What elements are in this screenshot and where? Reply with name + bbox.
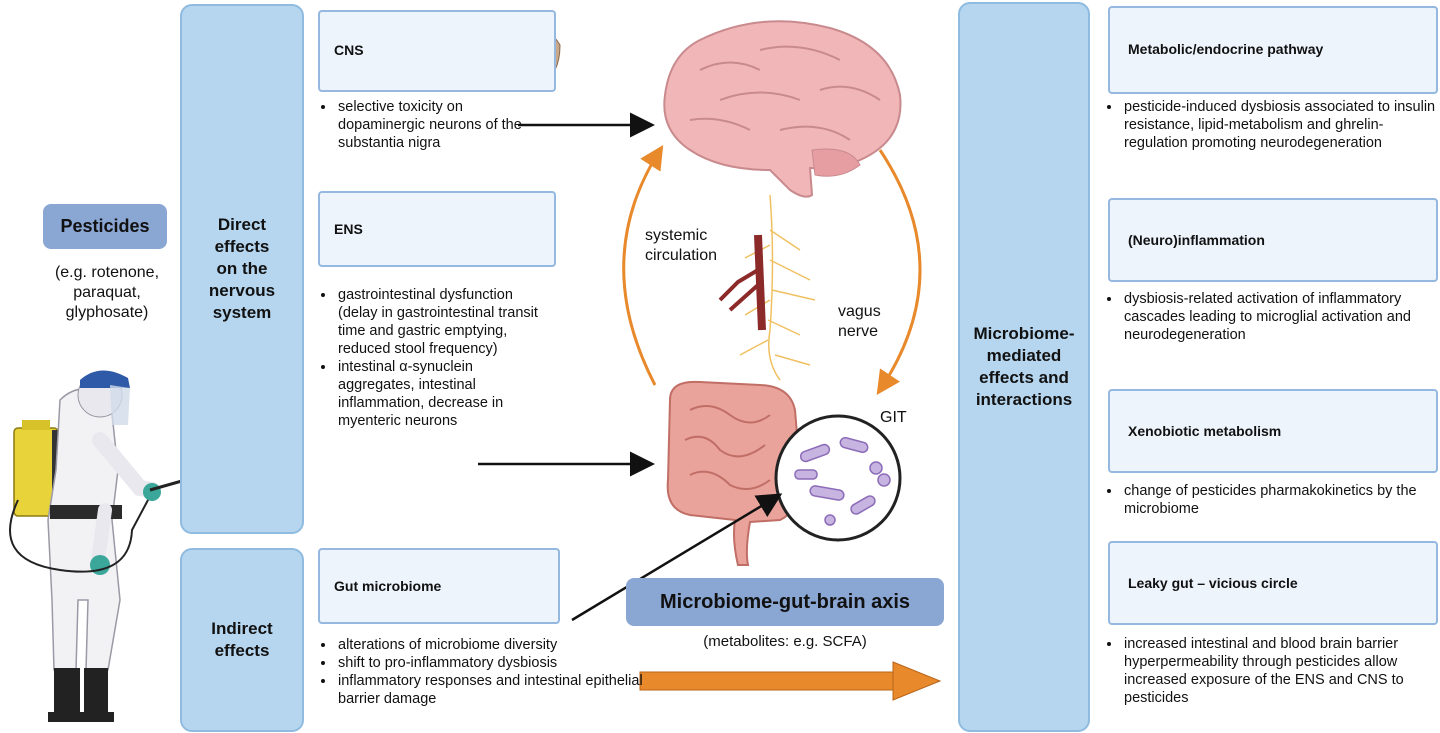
pesticides-title: Pesticides bbox=[60, 216, 150, 236]
list-item: change of pesticides pharmakokinetics by… bbox=[1122, 482, 1432, 518]
microbiome-mediated-line: effects and bbox=[979, 368, 1069, 387]
systemic-circulation-line: systemic bbox=[645, 227, 708, 244]
list-item: inflammatory responses and intestinal ep… bbox=[336, 672, 654, 708]
ens-bullets: gastrointestinal dysfunction (delay in g… bbox=[318, 286, 551, 430]
indirect-effects-line: effects bbox=[214, 641, 270, 660]
pesticides-example-line: (e.g. rotenone, bbox=[54, 264, 160, 281]
microbiome-mediated-column: Microbiome- mediated effects and interac… bbox=[958, 2, 1090, 732]
gut-microbiome-card: Gut microbiome bbox=[318, 548, 560, 624]
ens-card: ENS bbox=[318, 191, 556, 267]
indirect-effects-line: Indirect bbox=[211, 619, 273, 638]
git-label: GIT bbox=[880, 409, 907, 426]
axis-subtitle: (metabolites: e.g. SCFA) bbox=[703, 633, 867, 650]
xenobiotic-bullets: change of pesticides pharmakokinetics by… bbox=[1104, 482, 1432, 518]
list-item: selective toxicity on dopaminergic neuro… bbox=[336, 98, 536, 152]
xenobiotic-card-title: Xenobiotic metabolism bbox=[1128, 423, 1282, 439]
gut-microbiome-card-title: Gut microbiome bbox=[334, 578, 442, 594]
direct-effects-line: Direct bbox=[217, 215, 267, 234]
vagus-nerve-line: nerve bbox=[838, 323, 879, 340]
microbiome-mediated-line: interactions bbox=[975, 390, 1073, 409]
direct-effects-line: on the bbox=[216, 259, 268, 278]
xenobiotic-card: Xenobiotic metabolism bbox=[1108, 389, 1438, 473]
systemic-circulation-line: circulation bbox=[645, 247, 718, 264]
inflammation-bullets: dysbiosis-related activation of inflamma… bbox=[1104, 290, 1422, 344]
list-item: intestinal α-synuclein aggregates, intes… bbox=[336, 358, 551, 430]
pesticides-example-line: paraquat, bbox=[73, 284, 141, 301]
list-item: dysbiosis-related activation of inflamma… bbox=[1122, 290, 1422, 344]
intestine-icon bbox=[666, 380, 802, 566]
ens-card-title: ENS bbox=[334, 221, 363, 237]
farmer-sprayer-icon bbox=[9, 370, 264, 722]
axis-title: Microbiome-gut-brain axis bbox=[659, 590, 911, 613]
cns-card: CNS bbox=[318, 10, 556, 92]
direct-effects-column: Direct effects on the nervous system bbox=[180, 4, 304, 534]
leaky-gut-card-title: Leaky gut – vicious circle bbox=[1128, 575, 1298, 591]
microbiome-mediated-line: mediated bbox=[986, 346, 1062, 365]
metabolic-card-title: Metabolic/endocrine pathway bbox=[1128, 41, 1324, 57]
list-item: pesticide-induced dysbiosis associated t… bbox=[1122, 98, 1440, 152]
blood-vessel-icon bbox=[718, 234, 766, 331]
brain-icon bbox=[663, 20, 902, 198]
leaky-gut-card: Leaky gut – vicious circle bbox=[1108, 541, 1438, 625]
inflammation-card: (Neuro)inflammation bbox=[1108, 198, 1438, 282]
vagus-nerve-label: vagus nerve bbox=[838, 302, 881, 342]
list-item: shift to pro-inflammatory dysbiosis bbox=[336, 654, 654, 672]
vagus-nerve-line: vagus bbox=[838, 303, 881, 320]
list-item: gastrointestinal dysfunction (delay in g… bbox=[336, 286, 551, 358]
big-orange-arrow bbox=[639, 661, 942, 701]
indirect-effects-column: Indirect effects bbox=[180, 548, 304, 732]
vagus-nerve-icon bbox=[739, 194, 816, 381]
microbiome-mediated-line: Microbiome- bbox=[973, 324, 1075, 343]
axis-title-box: Microbiome-gut-brain axis bbox=[626, 578, 944, 626]
inflammation-card-title: (Neuro)inflammation bbox=[1128, 232, 1265, 248]
systemic-circulation-label: systemic circulation bbox=[645, 226, 717, 266]
black-arrows bbox=[478, 112, 783, 622]
gut-bullets: alterations of microbiome diversity shif… bbox=[318, 636, 654, 708]
pesticides-examples: (e.g. rotenone, paraquat, glyphosate) bbox=[52, 263, 162, 323]
list-item: increased intestinal and blood brain bar… bbox=[1122, 635, 1422, 707]
pesticides-example-line: glyphosate) bbox=[65, 304, 149, 321]
orange-arrows bbox=[622, 144, 922, 395]
metabolic-card: Metabolic/endocrine pathway bbox=[1108, 6, 1438, 94]
direct-effects-line: nervous bbox=[208, 281, 276, 300]
cns-card-title: CNS bbox=[334, 42, 364, 58]
cns-bullets: selective toxicity on dopaminergic neuro… bbox=[318, 98, 536, 152]
direct-effects-line: system bbox=[212, 303, 272, 322]
bacteria-magnifier-icon bbox=[774, 414, 902, 542]
pesticides-title-box: Pesticides bbox=[43, 204, 167, 249]
list-item: alterations of microbiome diversity bbox=[336, 636, 654, 654]
metabolic-bullets: pesticide-induced dysbiosis associated t… bbox=[1104, 98, 1440, 152]
direct-effects-line: effects bbox=[214, 237, 270, 256]
leaky-gut-bullets: increased intestinal and blood brain bar… bbox=[1104, 635, 1422, 707]
